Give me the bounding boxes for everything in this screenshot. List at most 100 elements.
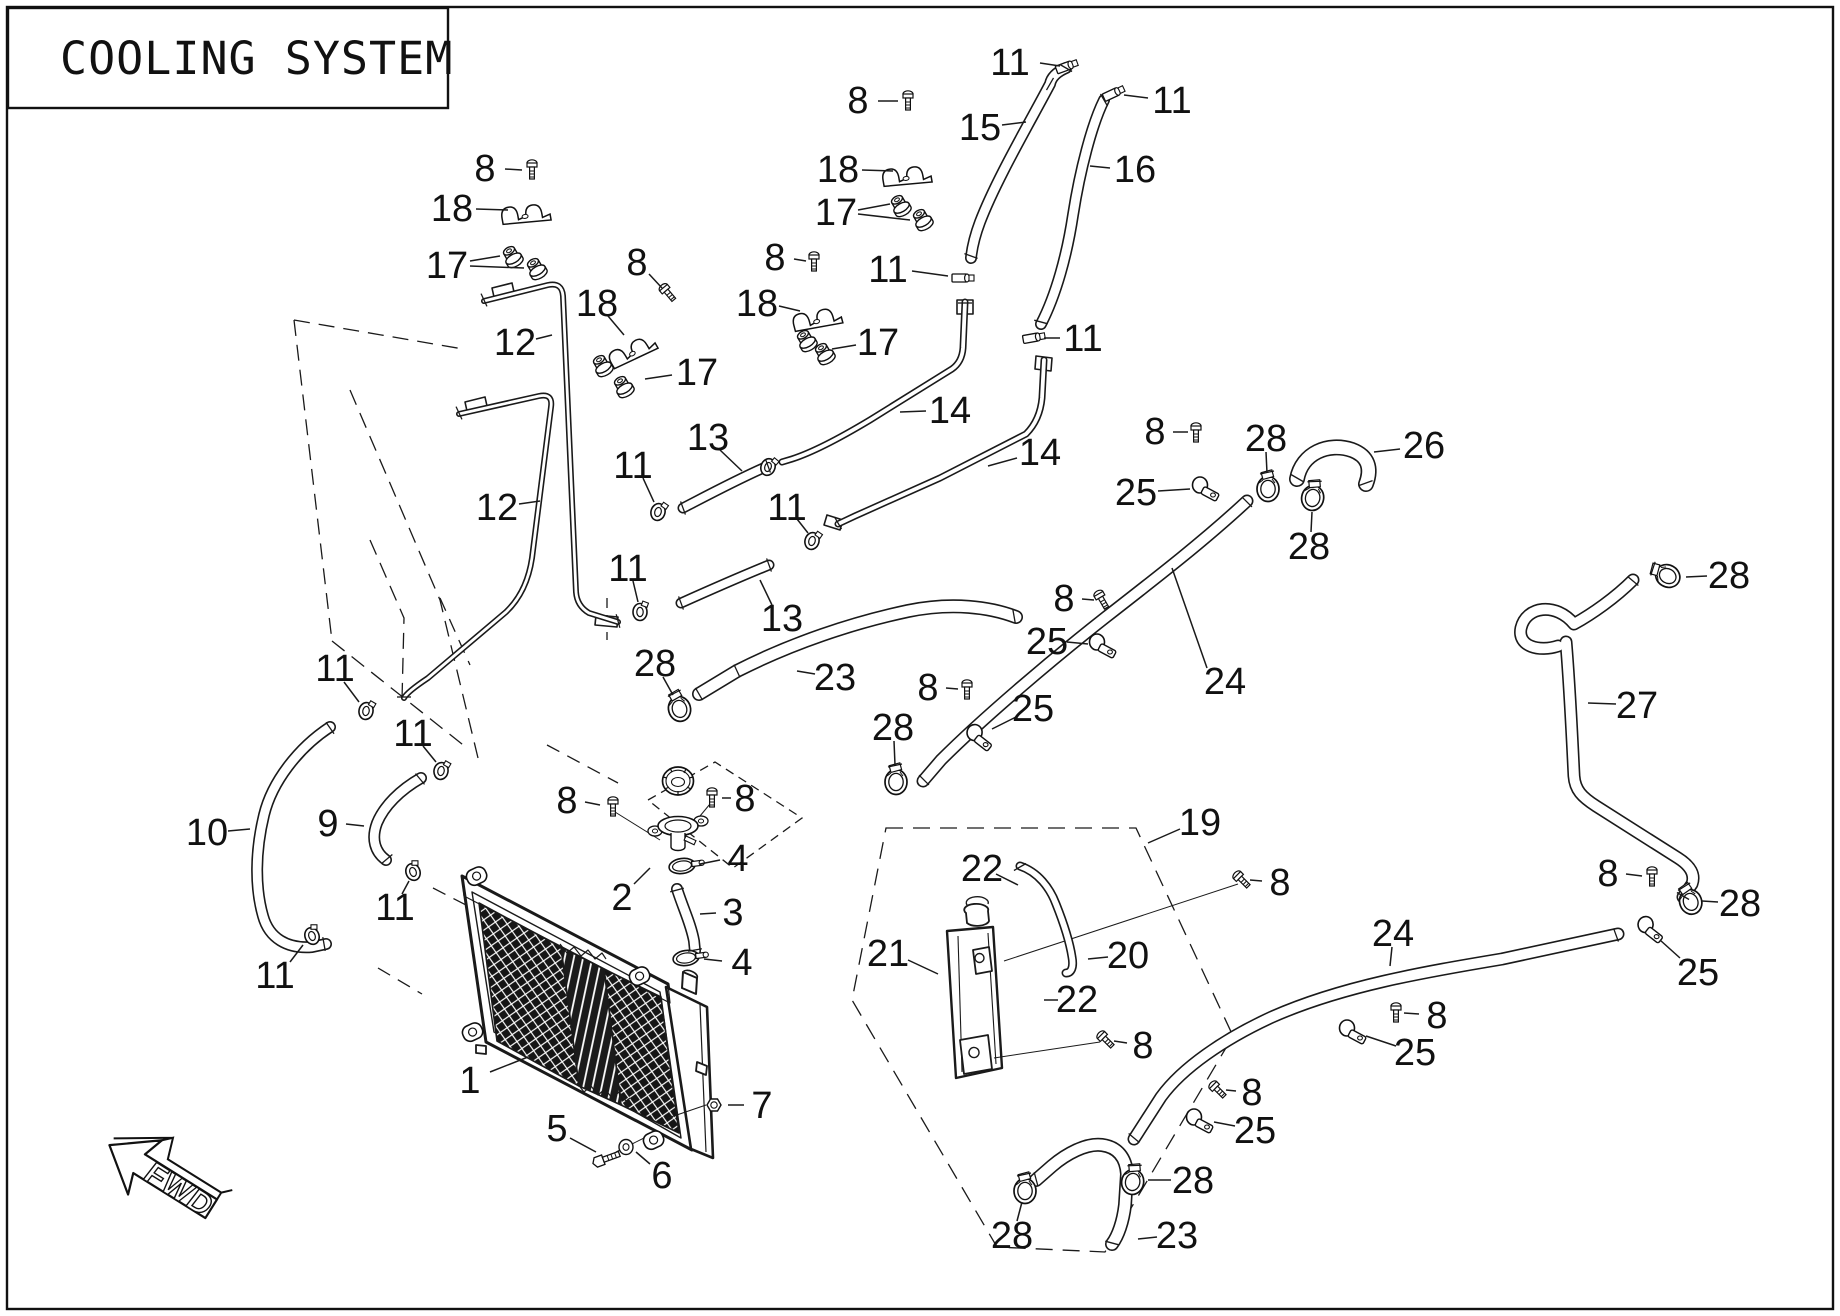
part-label-8: 8 [764, 237, 785, 279]
tube-end-mark [1241, 496, 1253, 508]
part-label-28: 28 [1172, 1160, 1214, 1202]
part-label-28: 28 [991, 1215, 1033, 1257]
part-label-18: 18 [736, 283, 778, 325]
tube-end-mark [1105, 1240, 1119, 1246]
leader-line [796, 670, 816, 675]
phantom-line [377, 967, 423, 995]
tube-end-mark [1627, 576, 1639, 586]
leader-line [1373, 448, 1401, 453]
leader-line [584, 801, 601, 806]
hose-27-bore [1515, 575, 1698, 902]
component-shape [963, 902, 990, 927]
leader-line [899, 410, 927, 413]
leader-line [995, 873, 1019, 886]
leader-line [793, 258, 807, 262]
part-label-8: 8 [734, 778, 755, 820]
part-label-25: 25 [1677, 952, 1719, 994]
component-shape [695, 1061, 708, 1076]
phantom-line [349, 389, 479, 759]
tube-end-mark [1099, 93, 1109, 107]
part-label-8: 8 [1053, 578, 1074, 620]
hose-20-bore [1017, 863, 1076, 976]
leader-line [1310, 511, 1313, 533]
title-box-frame [6, 6, 450, 110]
part-label-11: 11 [767, 487, 806, 529]
part-label-3: 3 [722, 892, 743, 934]
leader-line [422, 745, 437, 763]
hose-26-bore [1290, 441, 1375, 491]
part-label-12: 12 [494, 322, 536, 364]
tube-end-mark [1676, 891, 1690, 901]
component-shape [1003, 883, 1239, 962]
part-label-4: 4 [731, 942, 752, 984]
leader-line [1265, 451, 1268, 474]
leader-line [607, 315, 625, 336]
part-label-24: 24 [1372, 913, 1414, 955]
part-label-8: 8 [917, 667, 938, 709]
leader-line [911, 270, 949, 277]
part-label-18: 18 [817, 149, 859, 191]
part-label-11: 11 [868, 249, 907, 291]
tube-end-mark [679, 501, 687, 515]
tube-end-mark [1290, 473, 1304, 483]
part-label-17: 17 [857, 322, 899, 364]
tube-end-mark [833, 516, 843, 530]
part-label-28: 28 [1288, 526, 1330, 568]
fwd-arrow-extrude [113, 1136, 233, 1200]
part-label-19: 19 [1179, 802, 1221, 844]
leader-line [401, 880, 410, 895]
hose-10-bore [252, 722, 335, 952]
hose-16-bore [1036, 95, 1109, 329]
leader-line [475, 208, 509, 211]
leader-line [1403, 1012, 1420, 1015]
component-shape [682, 969, 699, 979]
part-label-22: 22 [961, 848, 1003, 890]
leader-line [1625, 873, 1643, 877]
leader-line [289, 944, 304, 963]
fwd-arrow-face [108, 1139, 219, 1220]
part-label-11: 11 [1063, 318, 1102, 360]
tube-end-mark [765, 558, 773, 572]
leader-line [1113, 1040, 1128, 1044]
page-title: COOLING SYSTEM [60, 32, 453, 85]
part-label-23: 23 [814, 657, 856, 699]
component-shape [965, 896, 989, 907]
tube-end-mark [325, 721, 335, 735]
part-label-6: 6 [651, 1155, 672, 1197]
part-label-11: 11 [255, 955, 294, 997]
leader-line [662, 676, 674, 696]
part-label-11: 11 [1152, 80, 1191, 122]
hose-13a-bore [679, 462, 772, 512]
leader-line [518, 500, 541, 505]
component-shape [667, 1104, 707, 1119]
hose-15-bore [966, 63, 1071, 263]
part-label-8: 8 [1426, 995, 1447, 1037]
tube-end-mark [918, 774, 930, 786]
part-label-8: 8 [847, 80, 868, 122]
part-label-22: 22 [1056, 979, 1098, 1021]
hose-23a-bore [693, 600, 1022, 700]
part-label-28: 28 [872, 707, 914, 749]
part-label-11: 11 [990, 42, 1029, 84]
leader-line [227, 828, 251, 832]
part-label-11: 11 [315, 648, 354, 690]
leader-line [987, 457, 1018, 467]
leader-line [1389, 946, 1393, 967]
tube-end-mark [1612, 928, 1620, 942]
page-border [5, 5, 1835, 1311]
leader-line [633, 867, 651, 885]
leader-line [569, 1137, 597, 1153]
phantom-line [851, 827, 1234, 1253]
tube-end-mark [322, 936, 326, 952]
pipe-14a-bore [780, 300, 967, 464]
part-label-26: 26 [1403, 425, 1445, 467]
component-shape [461, 875, 671, 1004]
phantom-line [369, 539, 405, 701]
tube-end-mark [1012, 608, 1016, 624]
leader-line [345, 823, 365, 827]
part-label-21: 21 [867, 933, 909, 975]
phantom-line [293, 319, 333, 642]
leader-line [1001, 121, 1027, 126]
